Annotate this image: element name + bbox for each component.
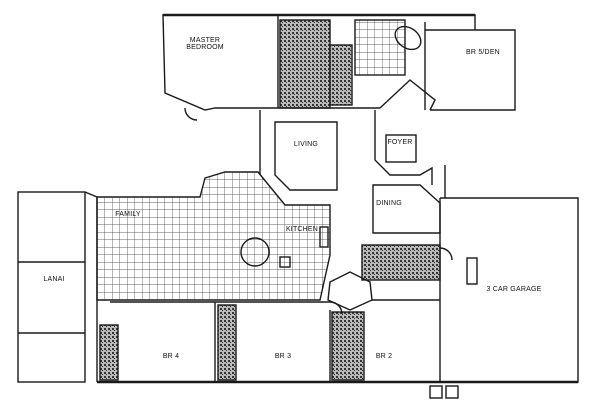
- garage-post: [466, 257, 478, 285]
- door-swing: [329, 301, 343, 315]
- room-label-master-bedroom: MASTER BEDROOM: [186, 37, 224, 51]
- kitchen-counter: [319, 226, 329, 248]
- room-label-br5-den: BR 5/DEN: [466, 49, 500, 56]
- closet-stipple-2: [329, 44, 353, 106]
- door-swing: [184, 107, 198, 121]
- dining-inner: [372, 184, 441, 234]
- bath-stipple-br4: [99, 324, 119, 381]
- wall: [379, 79, 436, 111]
- ac-unit-2: [445, 385, 459, 399]
- ac-unit-1: [429, 385, 443, 399]
- kitchen-island: [240, 237, 270, 267]
- laundry-stipple: [361, 244, 441, 281]
- room-label-kitchen: KITCHEN: [285, 226, 319, 233]
- lanai-walls: [17, 191, 86, 383]
- tub: [394, 25, 422, 51]
- kitchen-sink: [279, 256, 291, 268]
- bath-stipple-br3: [217, 304, 237, 381]
- wall: [84, 191, 98, 198]
- room-label-dining: DINING: [376, 200, 402, 207]
- family-kitchen-tile: [96, 171, 331, 301]
- bath-stipple-br2: [331, 311, 365, 381]
- door-swing: [439, 247, 453, 261]
- living-inner: [274, 121, 338, 191]
- room-label-lanai: LANAI: [43, 276, 65, 283]
- foyer-walls: [374, 110, 433, 185]
- room-label-garage: 3 CAR GARAGE: [486, 286, 542, 293]
- room-label-family: FAMILY: [115, 211, 141, 218]
- closet-stipple-1: [279, 19, 331, 109]
- room-label-br4: BR 4: [162, 353, 180, 360]
- room-label-living: LIVING: [293, 141, 319, 148]
- room-label-br3: BR 3: [274, 353, 292, 360]
- foyer-inner: [385, 134, 417, 163]
- room-label-foyer: FOYER: [387, 139, 413, 146]
- room-label-br2: BR 2: [375, 353, 393, 360]
- br5-den-walls: [425, 29, 516, 111]
